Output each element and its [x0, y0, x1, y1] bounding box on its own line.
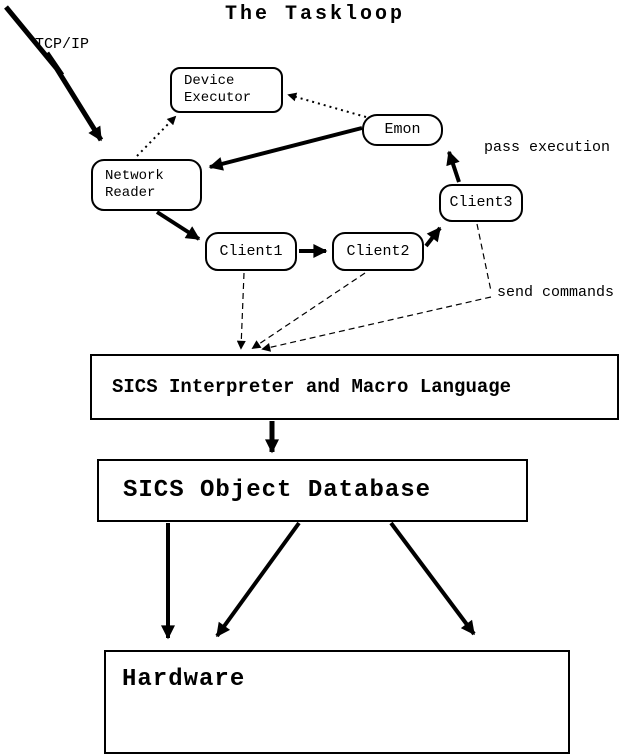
node-device-executor-label-line2: Executor: [184, 90, 252, 106]
dashed-arrow-sendcommands-interpreter: [261, 296, 492, 352]
page-title: The Taskloop: [224, 3, 406, 26]
label-tcp-ip: TCP/IP: [35, 36, 90, 53]
arrow-database-hardware-middle: [215, 521, 301, 638]
box-sics-interpreter: SICS Interpreter and Macro Language: [90, 354, 619, 420]
node-emon-label: Emon: [384, 121, 421, 138]
node-client1: Client1: [205, 232, 297, 271]
label-send-commands: send commands: [497, 284, 615, 301]
node-client1-label: Client1: [219, 242, 283, 260]
node-device-executor: Device Executor: [170, 67, 283, 113]
arrow-database-hardware-right: [389, 521, 476, 636]
box-sics-object-database-label: SICS Object Database: [123, 477, 432, 504]
dotted-arrow-networkreader-deviceexecutor: [136, 115, 177, 157]
dashed-line-client3-sendcommands: [476, 223, 492, 292]
dotted-arrow-emon-deviceexecutor: [287, 92, 367, 118]
arrow-emon-networkreader: [208, 126, 363, 171]
arrow-networkreader-client1: [155, 210, 201, 241]
dashed-arrow-client2-interpreter: [251, 272, 366, 350]
box-sics-object-database: SICS Object Database: [97, 459, 528, 522]
node-network-reader-label-line2: Reader: [105, 185, 156, 201]
node-client3: Client3: [439, 184, 523, 222]
label-pass-execution: pass execution: [484, 139, 611, 156]
tcpip-zigzag-arrow: [4, 5, 104, 142]
arrow-client2-client3: [424, 226, 442, 248]
node-client2-label: Client2: [346, 242, 410, 260]
box-hardware: Hardware: [104, 650, 570, 754]
node-client2: Client2: [332, 232, 424, 271]
node-network-reader: Network Reader: [91, 159, 202, 211]
node-device-executor-label-line1: Device: [184, 73, 235, 90]
dashed-arrow-client1-interpreter: [236, 272, 246, 350]
arrow-client3-emon: [446, 150, 461, 183]
box-hardware-label: Hardware: [122, 666, 246, 693]
node-emon: Emon: [362, 114, 443, 146]
box-sics-interpreter-label: SICS Interpreter and Macro Language: [112, 376, 512, 398]
node-network-reader-label-line1: Network: [105, 168, 164, 185]
node-client3-label: Client3: [449, 194, 513, 211]
